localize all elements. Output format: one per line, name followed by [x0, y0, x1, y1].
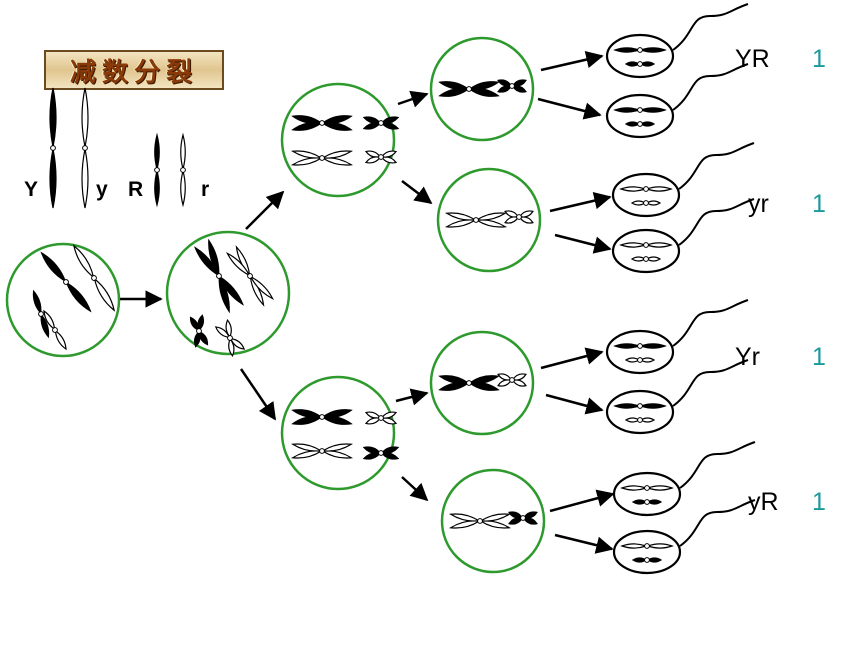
- gamete-4: [611, 198, 755, 274]
- gamete-5-big: [613, 343, 667, 349]
- gamete-5-small: [624, 357, 656, 363]
- dyad-white-small-lower: [364, 411, 398, 425]
- dyad-black-small-lower: [362, 446, 400, 460]
- tetrad-black-small: [189, 314, 209, 348]
- chromosome-y: [81, 87, 89, 209]
- gamete-ratio-2: 1: [812, 190, 826, 218]
- gamete-label-1: YR: [735, 45, 770, 73]
- cell-tertiary-3-big: [438, 375, 500, 391]
- label-r: r: [201, 178, 210, 201]
- arrow-t4-a: [549, 489, 615, 513]
- arrow-t2-b: [554, 233, 612, 254]
- chromosome-big-black: [40, 251, 92, 313]
- cell-tertiary-1-big: [438, 81, 500, 97]
- tetrad-black-large: [193, 238, 245, 314]
- gamete-1-big: [613, 47, 667, 53]
- arrow-to-upper-secondary: [245, 190, 285, 230]
- arrow-to-lower-secondary: [239, 368, 277, 421]
- gamete-label-3: Yr: [735, 343, 760, 371]
- arrow-s2-a: [395, 388, 429, 406]
- gamete-7-small: [631, 499, 663, 505]
- gamete-3-small: [630, 200, 662, 206]
- gamete-8-small: [631, 557, 663, 563]
- arrow-s1-a: [397, 90, 429, 108]
- dyad-white-small-upper: [364, 150, 398, 164]
- cell-secondary-lower: [280, 375, 396, 491]
- gamete-2-big: [613, 107, 667, 113]
- dyad-white-large-lower: [290, 443, 354, 459]
- gamete-2-small: [624, 121, 656, 127]
- gamete-ratio-4: 1: [812, 488, 826, 516]
- dyad-white-large-upper: [290, 150, 354, 166]
- chromosome-Y: [49, 87, 57, 209]
- gamete-4-small: [630, 256, 662, 262]
- arrow-t2-a: [549, 192, 612, 213]
- arrow-s1-b: [401, 180, 433, 205]
- gamete-1-small: [624, 61, 656, 67]
- gamete-ratio-3: 1: [812, 343, 826, 371]
- gamete-3-big: [619, 186, 673, 192]
- cell-tertiary-4-big: [448, 513, 512, 529]
- gamete-1: [605, 3, 749, 79]
- label-R: R: [128, 178, 144, 201]
- dyad-black-small-upper: [362, 116, 400, 130]
- label-y: y: [96, 178, 108, 201]
- gamete-6: [605, 359, 749, 435]
- gamete-label-2: yr: [748, 190, 769, 218]
- dyad-black-large-lower: [291, 409, 353, 425]
- gamete-5: [605, 299, 749, 375]
- arrow-t4-b: [554, 533, 614, 554]
- gamete-8-big: [620, 543, 674, 549]
- cell-secondary-upper: [280, 82, 396, 198]
- arrow-s2-b: [401, 476, 429, 502]
- cell-tertiary-2-small: [504, 210, 534, 224]
- chromosome-r: [180, 132, 186, 208]
- gamete-ratio-1: 1: [812, 45, 826, 73]
- gamete-6-big: [613, 403, 667, 409]
- tetrad-white-large: [225, 245, 275, 307]
- title-banner: 减数分裂: [44, 50, 224, 90]
- gamete-label-4: yR: [748, 488, 779, 516]
- arrow-t3-b: [545, 393, 604, 415]
- cell-tertiary-2-big: [444, 212, 508, 228]
- cell-tertiary-4-small: [508, 511, 538, 525]
- tetrad-white-small: [214, 319, 246, 357]
- chromosome-small-white: [43, 309, 67, 351]
- arrow-t1-b: [537, 97, 602, 120]
- arrow-t3-a: [540, 347, 604, 370]
- gamete-2: [605, 63, 749, 139]
- dyad-black-large-upper: [291, 115, 353, 131]
- gamete-7-big: [620, 485, 674, 491]
- arrow-t1-a: [540, 50, 604, 72]
- cell-tertiary-1-small: [497, 79, 527, 93]
- chromosome-small-black: [32, 289, 50, 339]
- gamete-6-small: [624, 417, 656, 423]
- gamete-4-big: [619, 242, 673, 248]
- label-Y: Y: [24, 178, 39, 201]
- chromosome-R: [154, 132, 160, 208]
- title-text: 减数分裂: [69, 57, 198, 88]
- cell-tertiary-3-small: [497, 373, 527, 387]
- gamete-3: [611, 142, 755, 218]
- gamete-7: [612, 441, 756, 517]
- gamete-8: [612, 499, 756, 575]
